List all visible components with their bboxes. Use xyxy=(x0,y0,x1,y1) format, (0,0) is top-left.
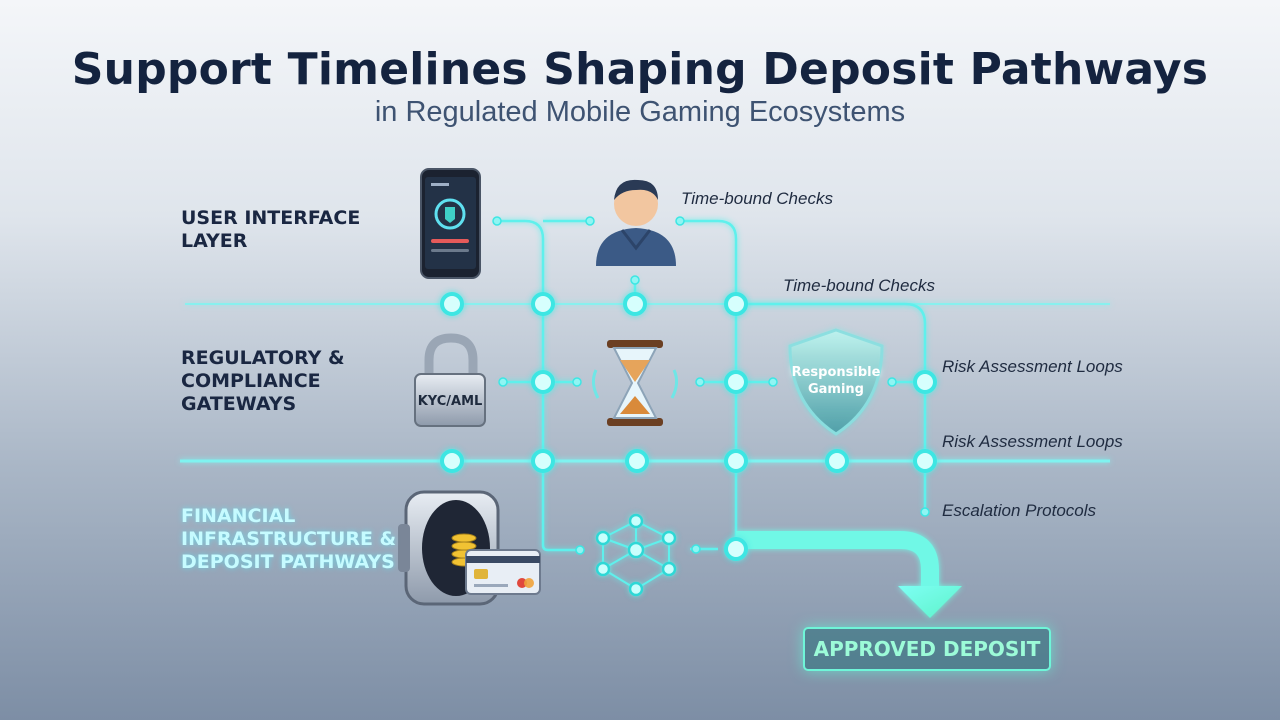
node xyxy=(531,370,555,394)
diagram-title: Support Timelines Shaping Deposit Pathwa… xyxy=(71,44,1209,95)
shield-label-line2: Gaming xyxy=(808,382,864,397)
node xyxy=(913,449,937,473)
layer-label-financial: FINANCIAL INFRASTRUCTURE & DEPOSIT PATHW… xyxy=(181,505,397,573)
node xyxy=(623,292,647,316)
node xyxy=(440,449,464,473)
network-nodes-icon xyxy=(595,513,677,597)
node xyxy=(531,449,555,473)
annotation-escalation-protocols: Escalation Protocols xyxy=(942,501,1097,520)
endpoint-dots xyxy=(492,216,930,555)
annotation-time-bound-checks-top: Time-bound Checks xyxy=(681,189,833,208)
junction-nodes xyxy=(440,292,937,561)
padlock-icon: KYC/AML xyxy=(414,333,486,427)
node xyxy=(724,537,748,561)
node xyxy=(724,449,748,473)
layer-label-ui: USER INTERFACE LAYER xyxy=(181,207,361,252)
hourglass-icon xyxy=(591,340,679,426)
lock-label: KYC/AML xyxy=(418,394,483,409)
node xyxy=(913,370,937,394)
node xyxy=(440,292,464,316)
annotation-time-bound-checks-line: Time-bound Checks xyxy=(783,276,935,295)
node xyxy=(625,449,649,473)
user-hoodie-icon xyxy=(596,179,676,266)
annotation-risk-assessment-lower: Risk Assessment Loops xyxy=(942,432,1123,451)
shield-label-line1: Responsible xyxy=(792,365,881,380)
approved-deposit-badge: APPROVED DEPOSIT xyxy=(803,627,1051,671)
layer-label-regulatory: REGULATORY & COMPLIANCE GATEWAYS xyxy=(181,347,345,415)
node xyxy=(724,370,748,394)
smartphone-app-icon xyxy=(420,168,481,279)
diagram-subtitle: in Regulated Mobile Gaming Ecosystems xyxy=(374,96,906,128)
node xyxy=(724,292,748,316)
approval-arrow xyxy=(736,531,962,618)
annotation-risk-assessment-upper: Risk Assessment Loops xyxy=(942,357,1123,376)
shield-icon: Responsible Gaming xyxy=(788,328,884,436)
credit-card-icon xyxy=(465,549,541,595)
node xyxy=(531,292,555,316)
node xyxy=(825,449,849,473)
